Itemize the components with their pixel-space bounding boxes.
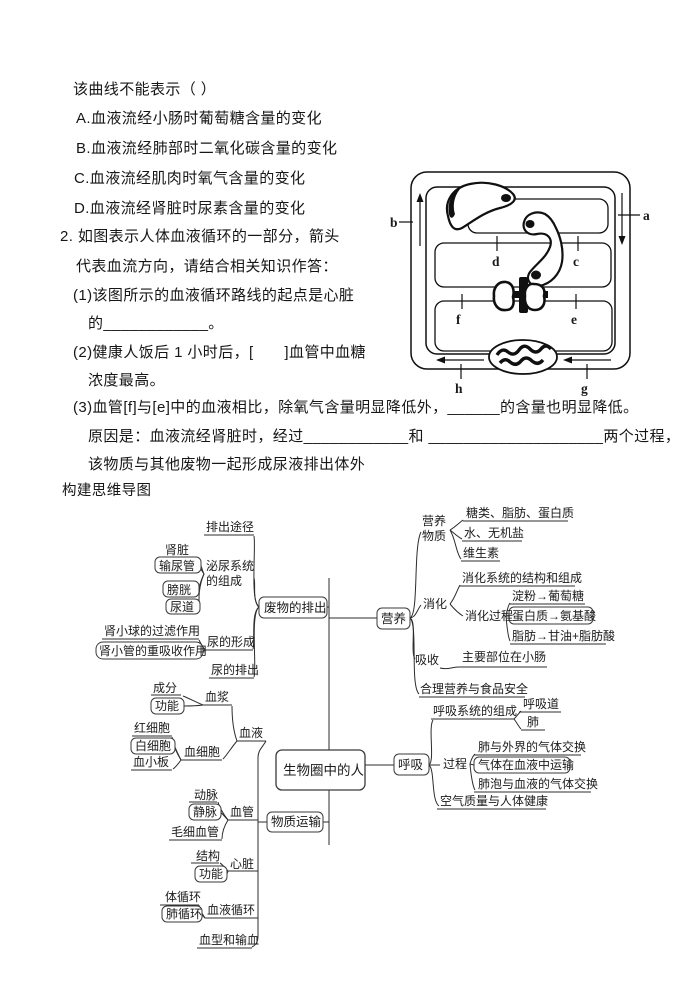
node-respiration-label: 呼吸 (398, 758, 424, 772)
node-artery: 动脉 (194, 787, 218, 802)
node-glomerulus-filtration: 肾小球的过滤作用 (104, 623, 200, 638)
node-digestion: 消化 (423, 597, 447, 611)
mindmap-node-boxes (95, 556, 594, 923)
vessel-ticks (399, 214, 640, 379)
q2-intro-line2: 代表血流方向，请结合相关知识作答： (76, 258, 338, 275)
q2-part1-line1: (1)该图所示的血液循环路线的起点是心脏 (73, 287, 355, 304)
node-capillary: 毛细血管 (171, 824, 219, 839)
node-pulmonary-circulation: 肺循环 (166, 907, 202, 921)
node-urinary-system-line1: 泌尿系统 (206, 559, 254, 573)
q1-option-c: C.血液流经肌肉时氧气含量的变化 (74, 170, 306, 187)
node-heart-function: 功能 (199, 867, 223, 881)
node-starch-glucose: 淀粉→葡萄糖 (512, 588, 584, 603)
node-water-minerals: 水、无机盐 (464, 526, 524, 540)
node-protein-aminoacid: 蛋白质→氨基酸 (512, 608, 596, 623)
node-urethra: 尿道 (170, 600, 194, 614)
vessel-label-g: g (581, 381, 588, 396)
node-plasma: 血浆 (205, 689, 229, 704)
vessel-label-f: f (456, 312, 461, 327)
mindmap-title: 构建思维导图 (62, 483, 152, 499)
q2-part3-line1: (3)血管[f]与[e]中的血液相比，除氧气含量明显降低外，______的含量也… (73, 399, 639, 416)
node-urine-excretion: 尿的排出 (211, 662, 259, 677)
node-lung-outside-exchange: 肺与外界的气体交换 (478, 739, 586, 754)
node-digestive-structure: 消化系统的结构和组成 (462, 570, 582, 585)
node-nutrients-line1: 营养 (422, 513, 446, 528)
vessel-label-e: e (571, 312, 577, 327)
node-urinary-system-line2: 的组成 (206, 573, 242, 588)
circulation-diagram: a b c d e f g h (390, 171, 650, 396)
node-sugars-fats-proteins: 糖类、脂肪、蛋白质 (466, 505, 574, 520)
node-absorption: 吸收 (415, 653, 439, 667)
q1-option-a: A.血液流经小肠时葡萄糖含量的变化 (76, 110, 322, 127)
node-absorption-site: 主要部位在小肠 (462, 649, 546, 664)
node-bladder: 膀胱 (167, 582, 191, 597)
node-respiratory-system: 呼吸系统的组成 (433, 703, 517, 718)
node-vessels: 血管 (230, 804, 254, 819)
node-digestion-process: 消化过程 (465, 608, 513, 623)
small-intestine-organ (488, 339, 558, 375)
q2-part2-line2: 浓度最高。 (88, 372, 166, 389)
vessel-label-c: c (573, 254, 579, 269)
mindmap-underlines (102, 520, 606, 949)
node-vein: 静脉 (193, 804, 217, 819)
node-blood: 血液 (239, 725, 263, 740)
q2-part2-line1: (2)健康人饭后 1 小时后，[ ]血管中血糖 (73, 344, 366, 361)
node-nutrition-label: 营养 (381, 611, 406, 626)
node-white-cells: 白细胞 (135, 738, 171, 753)
kidneys-organ (492, 277, 548, 313)
node-diet-safety: 合理营养与食品安全 (420, 681, 528, 696)
node-air-quality: 空气质量与人体健康 (440, 793, 548, 808)
q1-option-b: B.血液流经肺部时二氧化碳含量的变化 (76, 140, 338, 157)
node-red-cells: 红细胞 (134, 720, 170, 735)
node-fat-glycerol: 脂肪→甘油+脂肪酸 (512, 628, 615, 643)
node-vitamins: 维生素 (463, 546, 499, 560)
node-blood-type-transfusion: 血型和输血 (199, 932, 259, 947)
node-blood-circulation: 血液循环 (207, 902, 255, 917)
vessel-label-b: b (390, 215, 398, 230)
node-gas-blood-transport: 气体在血液中运输 (478, 757, 574, 772)
mindmap-central-node: 生物圈中的人 (283, 763, 364, 778)
node-nutrients-line2: 物质 (422, 529, 446, 543)
vessel-label-a: a (643, 208, 650, 223)
node-plasma-composition: 成分 (153, 681, 177, 695)
flow-arrows (416, 193, 626, 364)
node-transport-label: 物质运输 (271, 814, 322, 829)
node-plasma-function: 功能 (155, 699, 179, 713)
vessel-label-h: h (455, 381, 463, 396)
q1-stem: 该曲线不能表示（ ） (73, 81, 217, 98)
node-urine-formation: 尿的形成 (207, 634, 255, 649)
node-alveoli-blood-exchange: 肺泡与血液的气体交换 (478, 776, 598, 791)
node-ureter: 输尿管 (159, 558, 195, 573)
node-excretion-path: 排出途径 (206, 519, 254, 534)
node-lung: 肺 (527, 715, 539, 729)
node-platelets: 血小板 (133, 755, 169, 769)
node-respiration-process: 过程 (443, 756, 467, 771)
liver-organ (445, 181, 516, 231)
node-airway: 呼吸道 (523, 697, 559, 711)
q2-part1-line2: 的____________。 (88, 315, 224, 332)
node-heart-structure: 结构 (196, 848, 220, 863)
q1-option-d: D.血液流经肾脏时尿素含量的变化 (74, 200, 306, 217)
vessel-label-d: d (492, 254, 500, 269)
node-waste-label: 废物的排出 (264, 600, 327, 615)
intestine-organ (522, 211, 564, 288)
mindmap: 生物圈中的人 废物的排出 营养 呼吸 物质运输 排出途径 泌尿系统 的组成 肾脏… (95, 505, 615, 949)
node-heart: 心脏 (230, 856, 254, 871)
q2-intro-line1: 2. 如图表示人体血液循环的一部分，箭头 (60, 228, 340, 245)
node-tubule-reabsorption: 肾小管的重吸收作用 (99, 643, 207, 658)
q2-part3-line3: 该物质与其他废物一起形成尿液排出体外 (88, 456, 366, 473)
node-systemic-circulation: 体循环 (165, 890, 201, 904)
node-blood-cells: 血细胞 (184, 745, 220, 759)
q2-part3-line2: 原因是：血液流经肾脏时，经过____________和 ____________… (88, 428, 681, 445)
node-kidney: 肾脏 (165, 542, 189, 557)
